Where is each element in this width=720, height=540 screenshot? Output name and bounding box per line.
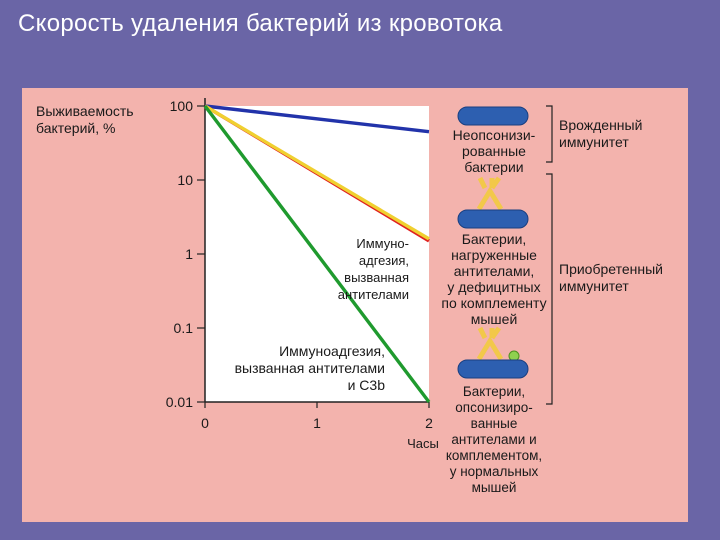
y-tick-label: 0.1 [174,320,194,336]
x-tick-label: 2 [425,415,433,431]
bacterium-opsonized-icon [457,326,529,379]
bacterium-antibody-icon [457,176,529,229]
x-tick-label: 0 [201,415,209,431]
series-line [204,104,430,241]
y-tick-label: 100 [170,98,194,114]
x-tick-label: 1 [313,415,321,431]
y-tick-label: 0.01 [166,394,193,410]
series-lines [203,104,431,404]
adaptive-bracket [546,173,553,405]
y-tick-label: 10 [177,172,193,188]
bacterium-unopsonized-icon [457,106,529,126]
series-line [203,104,431,404]
innate-bracket [546,105,553,163]
series-line [204,104,430,134]
x-axis-label: Часы [407,436,439,451]
slide-title: Скорость удаления бактерий из кровотока [18,10,503,37]
y-tick-label: 1 [185,246,193,262]
